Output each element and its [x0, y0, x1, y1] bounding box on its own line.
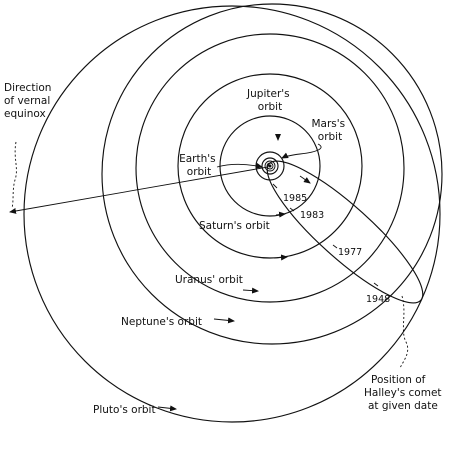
vernal-equinox-line	[9, 166, 269, 214]
date-1977: 1977	[338, 247, 362, 258]
jupiter-orbit-label: Jupiter's orbit	[246, 88, 293, 113]
jupiter-direction-arrow	[275, 211, 286, 218]
mars-orbit-label: Mars's orbit	[312, 118, 349, 143]
venus-orbit	[264, 160, 276, 172]
neptune-orbit	[101, 3, 443, 345]
vernal-equinox-label: Direction of vernal equinox	[4, 82, 55, 120]
pluto-orbit-label: Pluto's orbit	[93, 404, 156, 416]
pluto-orbit	[23, 5, 441, 423]
uranus-direction-arrow	[242, 287, 259, 294]
tick-1977	[332, 244, 338, 249]
halley-comet-orbit	[266, 160, 424, 304]
date-1948: 1948	[366, 294, 390, 305]
saturn-direction-arrow	[273, 254, 288, 261]
halley-direction-arrow	[299, 175, 311, 184]
tick-1983	[289, 207, 295, 212]
uranus-orbit-label: Uranus' orbit	[175, 274, 243, 286]
mars-leader	[281, 143, 322, 159]
earth-leader	[216, 162, 263, 169]
vernal-leader	[11, 141, 17, 209]
uranus-orbit	[135, 33, 405, 303]
neptune-orbit-label: Neptune's orbit	[121, 316, 202, 328]
date-1983: 1983	[300, 210, 324, 221]
position-label: Position of Halley's comet at given date	[364, 374, 445, 412]
tick-1948	[373, 282, 379, 287]
saturn-orbit	[177, 73, 363, 259]
pluto-direction-arrow	[157, 405, 177, 412]
sun	[268, 164, 272, 168]
earth-orbit-label: Earth's orbit	[179, 153, 219, 178]
tick-1985	[272, 183, 278, 189]
position-leader	[399, 295, 409, 369]
neptune-direction-arrow	[213, 317, 235, 324]
saturn-orbit-label: Saturn's orbit	[199, 220, 270, 232]
date-1985: 1985	[283, 193, 307, 204]
